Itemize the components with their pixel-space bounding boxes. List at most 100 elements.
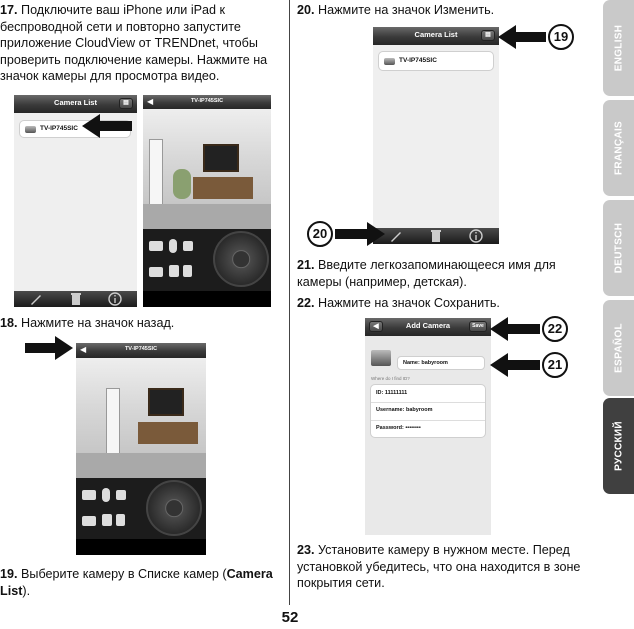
live-view-title: TV-IP745SIC	[190, 98, 224, 104]
step-18-text: Нажмите на значок назад.	[21, 316, 175, 330]
keyboard-icon[interactable]	[82, 516, 96, 526]
pointer-arrow	[82, 114, 132, 138]
step-20: 20. Нажмите на значок Изменить.	[297, 2, 597, 19]
tab-english-label: ENGLISH	[613, 24, 624, 72]
back-arrow-icon[interactable]: ◀	[80, 345, 87, 354]
camera-icon[interactable]	[82, 490, 96, 500]
android-nav-bar	[143, 291, 271, 307]
tab-deutsch-label: DEUTSCH	[613, 222, 624, 274]
page-number: 52	[281, 609, 299, 626]
step-17-text: Подключите ваш iPhone или iPad к беспров…	[0, 3, 268, 84]
step-18: 18. Нажмите на значок назад.	[0, 315, 286, 332]
tab-russian[interactable]: РУССКИЙ	[603, 398, 634, 494]
pencil-icon[interactable]	[388, 228, 404, 244]
camera-list-item[interactable]: TV-IP745SIC	[378, 51, 494, 71]
video-feed	[76, 358, 206, 478]
info-icon[interactable]	[107, 291, 123, 307]
step-20-text: Нажмите на значок Изменить.	[318, 3, 495, 17]
direction-pad[interactable]	[213, 231, 269, 287]
add-camera-navbar: ◀ Add Camera Save	[365, 318, 491, 336]
camera-list-navbar: Camera List ▤	[373, 27, 499, 45]
username-field[interactable]: Username: babyroom	[376, 407, 433, 413]
camera-list-navbar: Camera List ▤	[14, 95, 137, 113]
step-23: 23. Установите камеру в нужном месте. Пе…	[297, 542, 587, 592]
live-view-back-title: TV-IP745SIC	[124, 346, 158, 352]
callout-20-arrow	[335, 222, 385, 246]
step-22-number: 22.	[297, 296, 315, 310]
step-23-number: 23.	[297, 543, 315, 557]
speaker-icon[interactable]	[183, 241, 193, 251]
callout-22-arrow	[490, 317, 540, 341]
tab-deutsch[interactable]: DEUTSCH	[603, 200, 634, 296]
step-21-text: Введите легкозапоминающееся имя для каме…	[297, 258, 556, 289]
camera-thumbnail-icon	[25, 126, 36, 133]
step-19-number: 19.	[0, 567, 18, 581]
tools-icon[interactable]	[102, 514, 112, 526]
video-feed	[143, 109, 271, 229]
info-icon[interactable]	[468, 228, 484, 244]
camera-list-edit-screenshot: Camera List ▤ TV-IP745SIC	[373, 27, 499, 244]
live-view-back-navbar: TV-IP745SIC ◀	[76, 343, 206, 358]
pencil-icon[interactable]	[28, 291, 44, 307]
microphone-icon[interactable]	[102, 488, 110, 502]
step-19: 19. Выберите камеру в Списке камер (Came…	[0, 566, 286, 599]
callout-21-arrow	[490, 353, 540, 377]
step-19-bold: Camera List	[0, 567, 273, 598]
edit-button[interactable]: ▤	[119, 98, 133, 109]
trash-icon[interactable]	[428, 228, 444, 244]
camera-list-title: Camera List	[54, 98, 97, 107]
callout-22-badge: 22	[542, 316, 568, 342]
camera-list-toolbar	[373, 228, 499, 244]
step-17-number: 17.	[0, 3, 18, 17]
music-icon[interactable]	[116, 514, 125, 526]
callout-20-badge: 20	[307, 221, 333, 247]
name-field-text: Name: babyroom	[403, 360, 448, 366]
edit-button[interactable]: ▤	[481, 30, 495, 41]
step-18-number: 18.	[0, 316, 18, 330]
ptz-controls	[76, 478, 206, 539]
keyboard-icon[interactable]	[149, 267, 163, 277]
step-22: 22. Нажмите на значок Сохранить.	[297, 295, 587, 312]
tab-francais[interactable]: FRANÇAIS	[603, 100, 634, 196]
live-view-screenshot: TV-IP745SIC ◀	[143, 95, 271, 307]
camera-list-toolbar	[14, 291, 137, 307]
step-17: 17. Подключите ваш iPhone или iPad к бес…	[0, 2, 286, 85]
live-view-back-screenshot: TV-IP745SIC ◀	[76, 343, 206, 555]
tab-espanol-label: ESPAÑOL	[613, 323, 624, 373]
music-icon[interactable]	[183, 265, 192, 277]
callout-19-arrow	[498, 25, 546, 49]
step-20-number: 20.	[297, 3, 315, 17]
camera-list-item-label: TV-IP745SIC	[40, 125, 78, 132]
camera-icon[interactable]	[149, 241, 163, 251]
microphone-icon[interactable]	[169, 239, 177, 253]
speaker-icon[interactable]	[116, 490, 126, 500]
trash-icon[interactable]	[68, 291, 84, 307]
callout-19-badge: 19	[548, 24, 574, 50]
section-header: Where do I find ID?	[371, 376, 410, 381]
live-view-navbar: TV-IP745SIC ◀	[143, 95, 271, 109]
step-21: 21. Введите легкозапоминающееся имя для …	[297, 257, 587, 290]
ptz-controls	[143, 229, 271, 291]
step-19-text: Выберите камеру в Списке камер (	[21, 567, 227, 581]
callout-21-badge: 21	[542, 352, 568, 378]
password-field[interactable]: Password: ••••••••	[376, 425, 421, 431]
android-nav-bar	[76, 539, 206, 555]
direction-pad[interactable]	[146, 480, 202, 536]
back-button[interactable]: ◀	[369, 321, 383, 332]
add-camera-title: Add Camera	[405, 321, 451, 330]
tab-english[interactable]: ENGLISH	[603, 0, 634, 96]
step-23-text: Установите камеру в нужном месте. Перед …	[297, 543, 581, 591]
back-arrow-icon[interactable]: ◀	[147, 97, 154, 106]
camera-thumbnail-icon	[384, 58, 395, 65]
tools-icon[interactable]	[169, 265, 179, 277]
step-21-number: 21.	[297, 258, 315, 272]
tab-espanol[interactable]: ESPAÑOL	[603, 300, 634, 396]
credentials-group: ID: 11111111 Username: babyroom Password…	[370, 384, 486, 438]
id-field[interactable]: ID: 11111111	[376, 390, 408, 396]
step-22-text: Нажмите на значок Сохранить.	[318, 296, 500, 310]
column-divider	[289, 0, 290, 605]
camera-list-title: Camera List	[414, 30, 458, 39]
step-19-text-end: ).	[22, 583, 31, 598]
name-field[interactable]: Name: babyroom	[397, 356, 485, 370]
save-button[interactable]: Save	[469, 321, 487, 332]
